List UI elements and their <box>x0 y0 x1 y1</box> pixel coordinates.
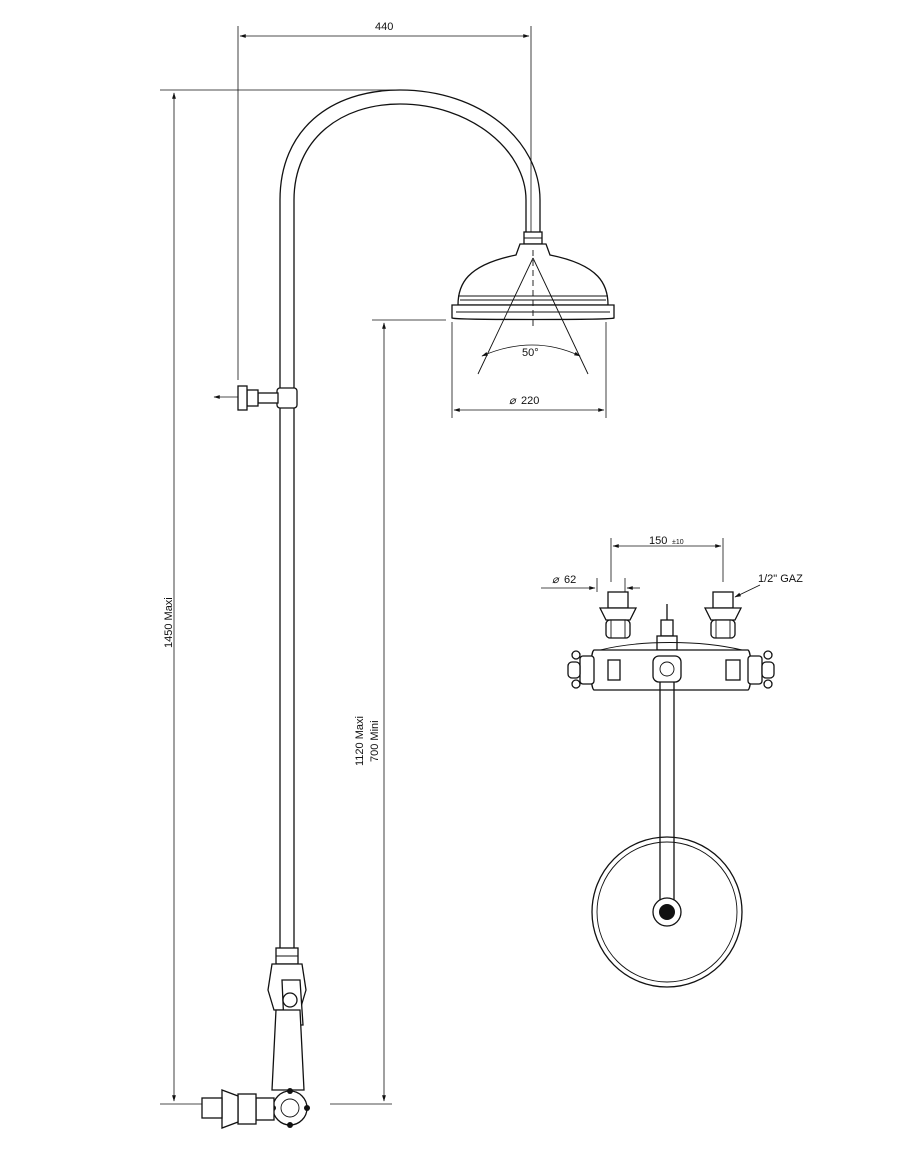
head-diameter-label: 220 <box>521 395 539 407</box>
inlet-spacing-dimension: 150 ±10 <box>610 535 724 582</box>
lower-stem <box>271 1009 305 1091</box>
side-view: 50° ⌀ 220 <box>160 21 615 1129</box>
overhang-dimension: 440 <box>237 21 532 380</box>
spray-angle-label: 50° <box>522 347 539 359</box>
thread-size-label: 1/2" GAZ <box>758 573 803 585</box>
diameter-symbol: ⌀ <box>509 395 517 407</box>
centre-top-fitting <box>656 604 678 651</box>
shower-head <box>451 231 615 330</box>
overhang-label: 440 <box>375 21 393 33</box>
head-bottom-view <box>591 836 743 988</box>
inlet-spacing-tolerance: ±10 <box>672 539 684 546</box>
escutcheon-diameter-symbol: ⌀ <box>552 574 560 586</box>
mixer-body <box>567 642 775 691</box>
wall-bracket <box>213 385 298 411</box>
head-height-dimension: 1120 Maxi 700 Mini <box>330 319 446 1105</box>
right-inlet <box>703 591 743 639</box>
front-view: 150 ±10 ⌀ 62 1/2" GAZ <box>541 535 803 988</box>
left-inlet <box>598 591 638 639</box>
spray-angle-annotation: 50° <box>477 257 589 375</box>
head-height-min-label: 700 Mini <box>369 720 381 762</box>
thread-callout: 1/2" GAZ <box>734 573 803 598</box>
total-height-dimension: 1450 Maxi <box>160 89 400 1105</box>
head-diameter-dimension: ⌀ 220 <box>451 322 607 418</box>
total-height-label: 1450 Maxi <box>163 597 175 648</box>
escutcheon-diameter-label: 62 <box>564 574 576 586</box>
head-height-max-label: 1120 Maxi <box>354 716 366 766</box>
front-riser-pipe <box>659 682 675 912</box>
gooseneck-arm <box>279 89 541 232</box>
inlet-spacing-label: 150 <box>649 535 667 547</box>
escutcheon-diameter-dimension: ⌀ 62 <box>541 574 640 592</box>
riser-pipe <box>279 200 295 948</box>
mixer-knob <box>272 1090 308 1126</box>
riser-lower-assembly <box>201 947 310 1129</box>
